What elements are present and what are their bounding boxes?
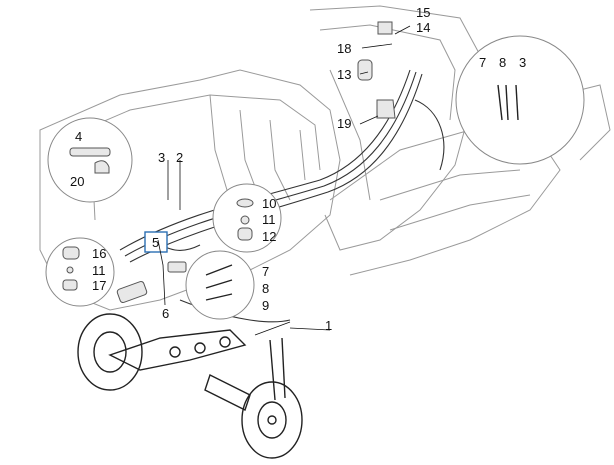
label-13: 13: [337, 67, 351, 82]
label-5: 5: [152, 235, 159, 250]
leader-lines: [157, 25, 411, 336]
part-16-icon: [62, 246, 80, 260]
label-2: 2: [176, 150, 183, 165]
label-1: 1: [325, 318, 332, 333]
callout-labels: 1 2 3 3 4 5 6 7 7 8 8 9 10 11 12 13 14 1…: [70, 5, 526, 333]
label-7-right: 7: [479, 55, 486, 70]
label-15: 15: [416, 5, 430, 20]
label-6: 6: [162, 306, 169, 321]
label-12: 12: [262, 229, 276, 244]
callout-top-right-7-8-3: [455, 35, 585, 165]
label-4: 4: [75, 129, 82, 144]
part-11-icon: [240, 215, 250, 225]
label-11-left: 11: [92, 263, 106, 278]
label-19: 19: [337, 116, 351, 131]
callout-cabin-13-19: [357, 21, 396, 119]
callout-left-16-17: [45, 237, 115, 307]
part-17-icon: [62, 279, 78, 291]
label-10: 10: [262, 196, 276, 211]
label-8-mid: 8: [262, 281, 269, 296]
label-17: 17: [92, 278, 106, 293]
part-20-icon: [94, 160, 110, 174]
callout-mid-10-12: [212, 183, 282, 253]
part-5-highlight: [144, 231, 168, 253]
label-3-right: 3: [519, 55, 526, 70]
callout-top-left-4-20: [47, 117, 133, 203]
part-19-icon: [376, 99, 396, 119]
label-9: 9: [262, 298, 269, 313]
part-10-icon: [236, 198, 254, 208]
part-12-icon: [237, 227, 253, 241]
callout-mid-7-9: [185, 250, 255, 320]
label-16: 16: [92, 246, 106, 261]
part-13-icon: [357, 59, 373, 81]
control-cables: [116, 69, 529, 323]
vehicle-body-outline: [39, 5, 611, 459]
part-11b-icon: [66, 266, 74, 274]
label-8-right: 8: [499, 55, 506, 70]
label-3-left: 3: [158, 150, 165, 165]
label-7-mid: 7: [262, 264, 269, 279]
label-14: 14: [416, 20, 430, 35]
label-11-mid: 11: [262, 212, 276, 227]
label-18: 18: [337, 41, 351, 56]
part-4-icon: [69, 147, 111, 157]
label-20: 20: [70, 174, 84, 189]
part-15-icon: [377, 21, 393, 35]
